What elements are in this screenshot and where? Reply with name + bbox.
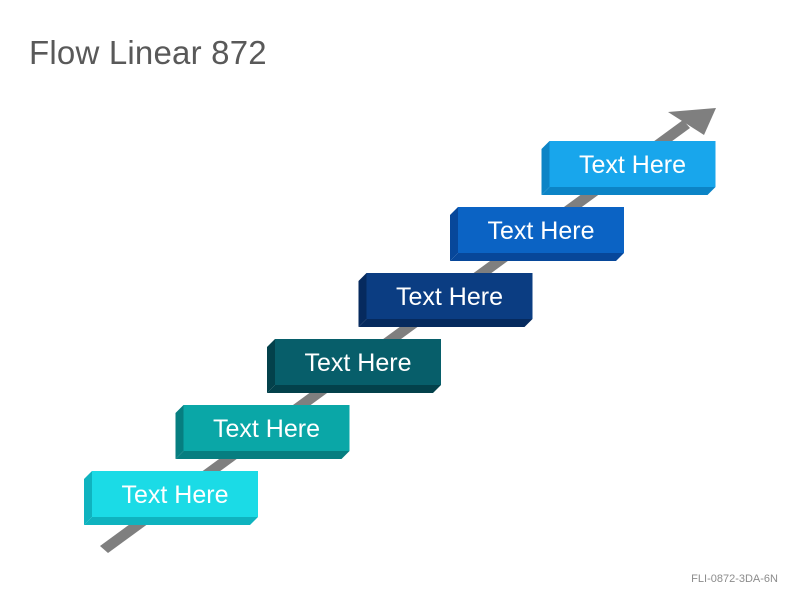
step-label: Text Here — [396, 283, 503, 311]
step-side — [175, 405, 184, 459]
step-depth — [175, 451, 350, 459]
step-depth — [541, 187, 716, 195]
page-title: Flow Linear 872 — [29, 34, 267, 71]
step-label: Text Here — [305, 349, 412, 377]
step-side — [541, 141, 550, 195]
step-face — [183, 405, 350, 451]
arrow-head — [668, 108, 716, 135]
step-face — [92, 471, 258, 517]
step-3: Text Here — [267, 339, 441, 393]
step-face — [366, 273, 533, 319]
step-side — [84, 471, 92, 525]
step-face — [275, 339, 441, 385]
step-side — [267, 339, 275, 393]
step-label: Text Here — [488, 217, 595, 245]
step-6: Text Here — [541, 141, 716, 195]
product-code: FLI-0872-3DA-6N — [691, 573, 778, 585]
step-4: Text Here — [358, 273, 533, 327]
step-2: Text Here — [175, 405, 350, 459]
step-side — [450, 207, 458, 261]
step-label: Text Here — [213, 415, 320, 443]
step-face — [458, 207, 624, 253]
step-depth — [358, 319, 533, 327]
step-label: Text Here — [122, 481, 229, 509]
step-side — [358, 273, 367, 327]
step-depth — [84, 517, 258, 525]
step-depth — [450, 253, 624, 261]
step-label: Text Here — [579, 151, 686, 179]
step-5: Text Here — [450, 207, 624, 261]
step-face — [549, 141, 716, 187]
step-depth — [267, 385, 441, 393]
step-1: Text Here — [84, 471, 258, 525]
